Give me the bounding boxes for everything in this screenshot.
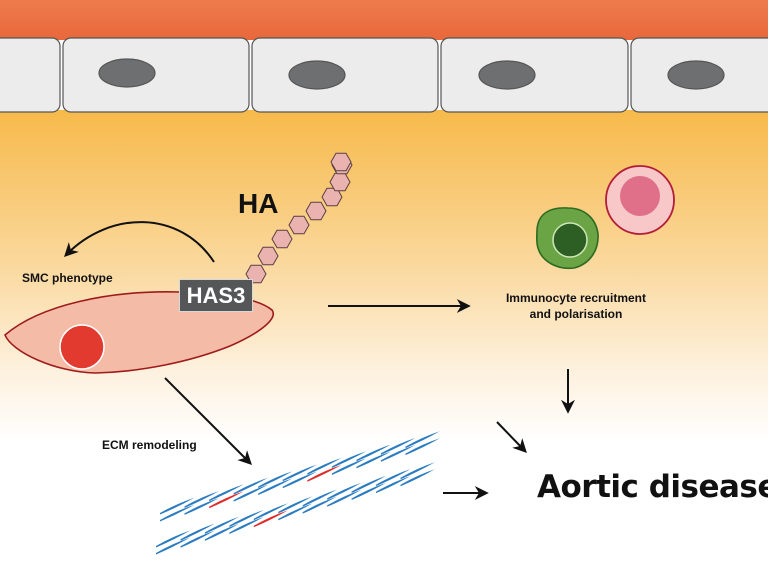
ecm-fiber-segment xyxy=(229,510,264,527)
lymphocyte xyxy=(605,165,675,235)
ecm-fiber-segment xyxy=(233,477,268,495)
ecm-fiber-segment xyxy=(380,445,416,462)
vessel-wall-background xyxy=(0,110,768,440)
ha-hexagon xyxy=(329,172,351,192)
ecm-fiber-segment xyxy=(180,523,215,541)
arrow-smc-to-disease xyxy=(496,421,527,454)
endothelial-cell xyxy=(62,37,250,113)
lymphocyte-nucleus xyxy=(620,176,660,216)
ecm-fiber-segment xyxy=(405,438,440,456)
has3-label-box: HAS3 xyxy=(179,279,253,312)
arrow-has3-to-smc-phenotype xyxy=(64,221,215,263)
ecm-fiber-damaged-segment xyxy=(307,464,342,482)
ecm-fiber-segment xyxy=(160,497,195,515)
ecm-fibers xyxy=(156,431,440,555)
smc-nucleus xyxy=(59,324,105,370)
ecm-remodeling-label: ECM remodeling xyxy=(102,438,197,452)
ecm-fiber-segment xyxy=(331,451,367,468)
endothelial-nucleus xyxy=(478,60,536,90)
immunocyte-label: Immunocyte recruitment and polarisation xyxy=(496,290,656,322)
ecm-fiber-segment xyxy=(233,484,268,502)
arrow-smc-to-ecm xyxy=(164,377,252,465)
endothelial-nucleus xyxy=(98,58,156,88)
ecm-fiber-segment xyxy=(376,469,411,487)
ecm-fiber-segment xyxy=(156,530,191,548)
ecm-fiber-segment xyxy=(356,451,391,469)
ecm-fiber-segment xyxy=(258,478,293,495)
smc-phenotype-label: SMC phenotype xyxy=(22,271,113,285)
ecm-fiber-segment xyxy=(156,537,191,555)
ecm-fiber-segment xyxy=(302,489,337,507)
ecm-fiber-segment xyxy=(204,516,240,534)
ecm-fiber-segment xyxy=(351,482,386,500)
ecm-fiber-segment xyxy=(400,469,435,487)
ecm-fiber-segment xyxy=(400,462,435,480)
ha-hexagon xyxy=(305,201,327,221)
ecm-fiber-segment xyxy=(356,444,391,462)
ecm-fiber-segment xyxy=(278,503,313,521)
ha-chain xyxy=(245,152,353,284)
ecm-fiber-segment xyxy=(278,496,313,514)
ecm-fiber-segment xyxy=(180,530,215,548)
ecm-fiber-damaged-segment xyxy=(253,510,289,528)
ecm-fiber-segment xyxy=(376,476,411,494)
ecm-fiber-segment xyxy=(209,484,244,502)
ecm-fiber-segment xyxy=(253,503,289,521)
ecm-fiber-segment xyxy=(282,471,318,489)
ha-hexagon xyxy=(245,264,267,284)
ecm-fiber-segment xyxy=(327,482,362,500)
immunocyte-label-line1: Immunocyte recruitment xyxy=(505,291,647,305)
ecm-fiber-segment xyxy=(204,523,240,541)
ecm-fiber-segment xyxy=(405,431,440,449)
ecm-fiber-segment xyxy=(380,438,416,455)
ecm-fiber-segment xyxy=(351,475,386,493)
endothelium xyxy=(0,37,768,113)
macrophage-nucleus xyxy=(552,222,588,258)
immunocyte-label-line2: and polarisation xyxy=(529,307,623,321)
endothelial-nucleus xyxy=(667,60,725,90)
ha-hexagon xyxy=(288,215,310,235)
ha-label: HA xyxy=(238,188,279,219)
ecm-fiber-segment xyxy=(327,489,362,507)
macrophage xyxy=(535,207,599,270)
lumen-layer xyxy=(0,0,768,40)
ha-hexagon xyxy=(330,152,352,172)
ha-hexagon xyxy=(271,229,293,249)
ecm-fiber-segment xyxy=(160,504,195,522)
endothelial-nucleus xyxy=(288,60,346,90)
ecm-fiber-segment xyxy=(302,496,337,514)
ecm-fiber-segment xyxy=(331,458,367,475)
ecm-fiber-segment xyxy=(229,517,264,534)
ecm-fiber-segment xyxy=(307,457,342,475)
ecm-fiber-segment xyxy=(184,491,219,508)
ecm-fiber-segment xyxy=(282,464,318,482)
ecm-fiber-segment xyxy=(258,471,293,488)
aortic-disease-label: Aortic disease xyxy=(537,469,768,505)
endothelial-cell xyxy=(0,37,61,113)
ecm-fiber-damaged-segment xyxy=(209,491,244,509)
ha-hexagon xyxy=(257,246,279,266)
ecm-fiber-segment xyxy=(184,498,219,515)
